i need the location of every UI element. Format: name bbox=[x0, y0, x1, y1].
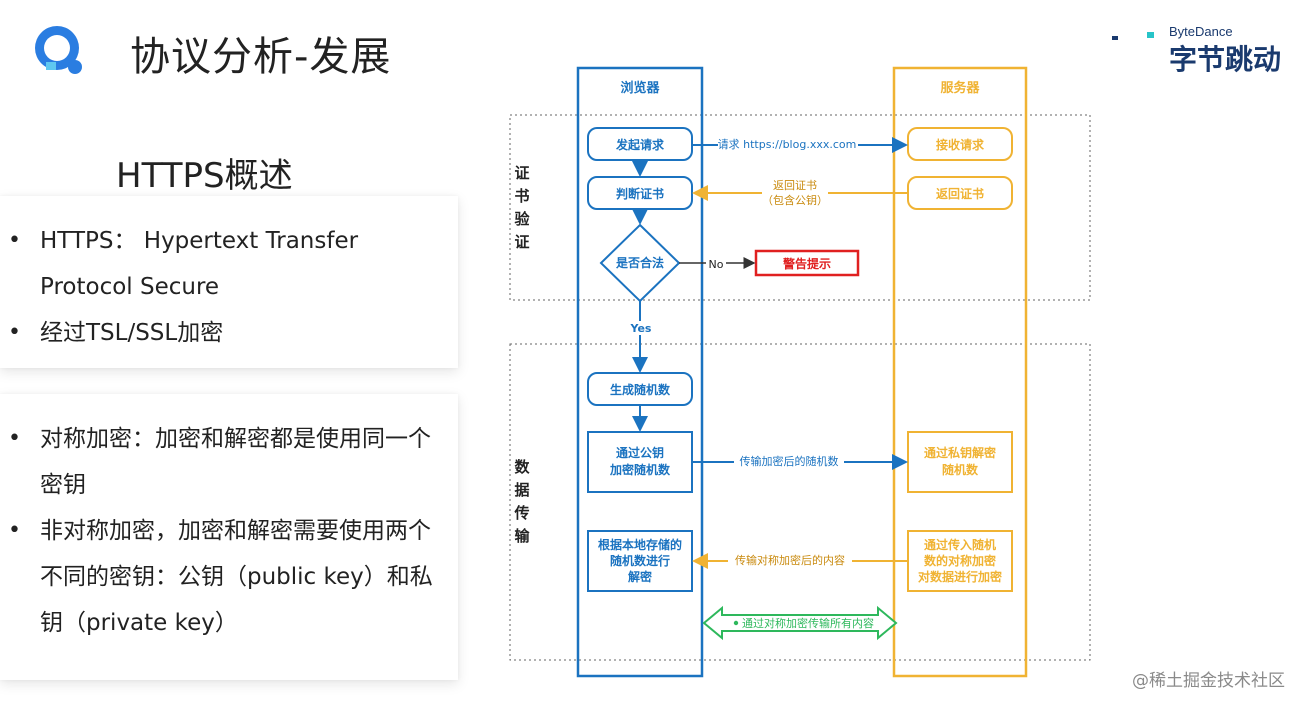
https-overview-card: HTTPS： Hypertext Transfer Protocol Secur… bbox=[0, 196, 458, 368]
node-warning bbox=[754, 249, 860, 277]
edge-return-cert-line1: 返回证书 bbox=[773, 179, 817, 192]
node-is-valid-label: 是否合法 bbox=[615, 255, 664, 270]
edge-yes-label: Yes bbox=[630, 322, 652, 335]
node-warning-label: 警告提示 bbox=[782, 256, 831, 271]
edge-request-label: 请求 https://blog.xxx.com bbox=[718, 138, 857, 151]
browser-lane-title: 浏览器 bbox=[620, 80, 660, 96]
node-check-cert-label: 判断证书 bbox=[616, 186, 664, 201]
encryption-types-card: 对称加密：加密和解密都是使用同一个密钥 非对称加密，加密和解密需要使用两个不同的… bbox=[0, 394, 458, 680]
svg-text:据: 据 bbox=[514, 481, 529, 499]
node-decrypt-line3: 解密 bbox=[628, 569, 652, 584]
node-encrypt-random-line2: 加密随机数 bbox=[609, 462, 671, 477]
node-sym-encrypt bbox=[907, 530, 1013, 592]
node-sym-encrypt-line3: 对数据进行加密 bbox=[918, 569, 1002, 584]
edge-return-cert-line2: （包含公钥） bbox=[762, 193, 828, 207]
node-private-decrypt-line2: 随机数 bbox=[942, 462, 979, 477]
node-sym-encrypt-line2: 数的对称加密 bbox=[924, 553, 996, 568]
node-send-request-label: 发起请求 bbox=[615, 137, 665, 152]
data-transfer-group bbox=[509, 343, 1091, 661]
cert-verify-label: 证 书 验 证 bbox=[514, 164, 530, 251]
svg-text:证: 证 bbox=[514, 164, 529, 182]
edge-send-encrypted-label: 传输加密后的随机数 bbox=[740, 454, 839, 468]
node-encrypt-random-line1: 通过公钥 bbox=[616, 445, 664, 460]
node-sym-encrypt-line1: 通过传入随机 bbox=[924, 537, 996, 552]
list-item: 经过TSL/SSL加密 bbox=[8, 310, 438, 356]
svg-text:传: 传 bbox=[513, 504, 529, 522]
app-logo-icon bbox=[35, 26, 82, 74]
svg-text:证: 证 bbox=[514, 233, 529, 251]
edge-no-label: No bbox=[709, 258, 724, 271]
brand-mark-icon bbox=[1112, 36, 1118, 40]
server-lane-title: 服务器 bbox=[940, 80, 980, 96]
node-private-decrypt-line1: 通过私钥解密 bbox=[924, 445, 996, 460]
svg-text:验: 验 bbox=[514, 210, 530, 228]
node-receive bbox=[907, 127, 1013, 161]
edge-send-content-label: 传输对称加密后的内容 bbox=[735, 553, 845, 567]
brand-logo: ByteDance 字节跳动 bbox=[1112, 22, 1297, 77]
page-title: 协议分析-发展 bbox=[130, 34, 392, 80]
svg-text:书: 书 bbox=[514, 187, 529, 205]
cert-verify-group bbox=[509, 114, 1091, 301]
list-item: 非对称加密，加密和解密需要使用两个不同的密钥：公钥（public key）和私钥… bbox=[8, 508, 438, 646]
svg-text:输: 输 bbox=[514, 527, 530, 545]
brand-mark-accent-icon bbox=[1147, 32, 1154, 38]
edge-sym-all-label: 通过对称加密传输所有内容 bbox=[742, 616, 874, 630]
node-receive-label: 接收请求 bbox=[936, 137, 985, 152]
brand-name-en: ByteDance bbox=[1169, 24, 1233, 39]
list-item: HTTPS： Hypertext Transfer Protocol Secur… bbox=[8, 218, 438, 310]
data-transfer-label: 数 据 传 输 bbox=[513, 458, 530, 545]
encryption-types-list: 对称加密：加密和解密都是使用同一个密钥 非对称加密，加密和解密需要使用两个不同的… bbox=[8, 416, 438, 646]
node-decrypt-line1: 根据本地存储的 bbox=[598, 537, 682, 552]
footer-watermark: @稀土掘金技术社区 bbox=[1132, 671, 1285, 691]
node-decrypt bbox=[587, 530, 693, 592]
node-return-cert-label: 返回证书 bbox=[936, 186, 984, 201]
list-item: 对称加密：加密和解密都是使用同一个密钥 bbox=[8, 416, 438, 508]
svg-text:数: 数 bbox=[514, 458, 530, 476]
node-encrypt-random bbox=[587, 431, 693, 493]
node-decrypt-line2: 随机数进行 bbox=[610, 553, 670, 568]
section-title: HTTPS概述 bbox=[116, 156, 293, 196]
brand-name-cn: 字节跳动 bbox=[1169, 43, 1282, 76]
node-gen-random-label: 生成随机数 bbox=[610, 382, 671, 397]
browser-lane bbox=[576, 66, 704, 678]
https-flow-diagram: 证 书 验 证 数 据 传 输 浏览器 服务器 发起请求 判断证书 是否合法 生… bbox=[509, 66, 1091, 678]
edge-sym-all bbox=[702, 605, 898, 641]
server-lane bbox=[892, 66, 1028, 678]
https-overview-list: HTTPS： Hypertext Transfer Protocol Secur… bbox=[8, 218, 438, 356]
node-private-decrypt bbox=[907, 431, 1013, 493]
